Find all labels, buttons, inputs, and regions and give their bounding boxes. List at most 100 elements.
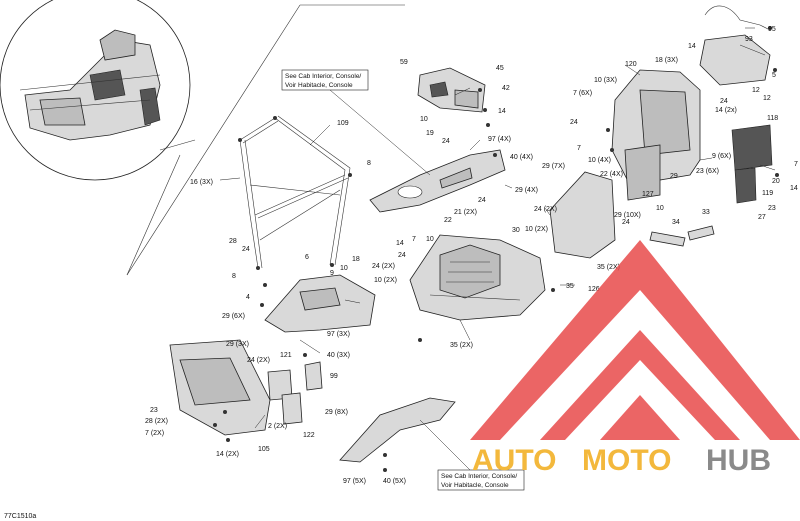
part-panel-126 bbox=[549, 144, 661, 259]
fastener-markers bbox=[213, 26, 779, 472]
callout: 12 bbox=[763, 95, 771, 102]
callout: 8 bbox=[367, 160, 371, 167]
callout: 16 (3X) bbox=[190, 179, 213, 186]
callout: 7 bbox=[412, 236, 416, 243]
callout: 14 (2X) bbox=[216, 451, 239, 458]
watermark-auto: AUTO bbox=[472, 444, 556, 477]
part-roll-cage bbox=[238, 115, 352, 270]
callout: 118 bbox=[767, 115, 778, 122]
callout: 10 bbox=[426, 236, 434, 243]
part-panel-119 bbox=[734, 167, 757, 204]
callout: 7 bbox=[577, 145, 581, 152]
callout: 23 bbox=[150, 407, 158, 414]
callout: 34 bbox=[672, 219, 680, 226]
note-box-bottom: See Cab Interior, Console/ Voir Habitacl… bbox=[437, 469, 525, 491]
callout: 14 bbox=[498, 108, 506, 115]
callout: 24 bbox=[570, 119, 578, 126]
callout: 24 (2X) bbox=[247, 357, 270, 364]
callout: 24 (2X) bbox=[534, 206, 557, 213]
callout: 6 bbox=[305, 254, 309, 261]
callout: 5 bbox=[772, 72, 776, 79]
callout: 97 (3X) bbox=[327, 331, 350, 338]
callout: 35 bbox=[566, 283, 574, 290]
leader-lines bbox=[219, 27, 776, 471]
callout: 121 bbox=[280, 352, 292, 359]
callout: 10 (4X) bbox=[588, 157, 611, 164]
callout: 29 bbox=[670, 173, 678, 180]
callout: 24 bbox=[398, 252, 406, 259]
callout: 18 (3X) bbox=[655, 57, 678, 64]
callout: 23 bbox=[768, 205, 776, 212]
part-console-59 bbox=[417, 67, 486, 113]
callout: 30 bbox=[512, 227, 520, 234]
callout: 9 bbox=[330, 270, 334, 277]
callout: 59 bbox=[400, 59, 408, 66]
callout: 119 bbox=[762, 190, 773, 197]
part-center-console bbox=[369, 149, 506, 213]
callout: 24 bbox=[622, 219, 630, 226]
callout: 42 bbox=[502, 85, 510, 92]
part-seat-base bbox=[264, 274, 376, 333]
callout: 97 (4X) bbox=[488, 136, 511, 143]
callout: 14 bbox=[688, 43, 696, 50]
callout: 28 (2X) bbox=[145, 418, 168, 425]
callout: 33 bbox=[702, 209, 710, 216]
callout: 29 (7X) bbox=[542, 163, 565, 170]
callout: 19 bbox=[426, 130, 434, 137]
callout: 45 bbox=[496, 65, 504, 72]
callout: 10 (2X) bbox=[374, 277, 397, 284]
callout: 14 bbox=[790, 185, 798, 192]
watermark-moto: MOTO bbox=[582, 444, 671, 477]
watermark-hub: HUB bbox=[706, 444, 771, 477]
callout: 14 (2x) bbox=[715, 107, 737, 114]
callout: 23 (6X) bbox=[696, 168, 719, 175]
callout: 40 (3X) bbox=[327, 352, 350, 359]
part-bracket-93 bbox=[699, 5, 771, 86]
note-box-top: See Cab Interior, Console/ Voir Habitacl… bbox=[281, 69, 369, 91]
part-cover-118 bbox=[731, 124, 773, 171]
watermark-logo: AUTO MOTO HUB bbox=[470, 240, 800, 477]
callout: 9 (6X) bbox=[712, 153, 731, 160]
note-top-line-2: Voir Habitacle, Console bbox=[285, 82, 353, 89]
callout: 120 bbox=[625, 61, 637, 68]
note-bottom-line-2: Voir Habitacle, Console bbox=[441, 482, 509, 489]
callout: 12 bbox=[752, 87, 760, 94]
callout: 29 (3X) bbox=[226, 341, 249, 348]
callout: 40 (5X) bbox=[383, 478, 406, 485]
callout: 21 (2X) bbox=[454, 209, 477, 216]
callout: 7 bbox=[794, 161, 798, 168]
callout: 20 bbox=[772, 178, 780, 185]
callout: 109 bbox=[337, 120, 349, 127]
callout: 28 bbox=[229, 238, 237, 245]
callout: 24 (2X) bbox=[372, 263, 395, 270]
callout: 4 bbox=[246, 294, 250, 301]
callout: 10 bbox=[656, 205, 664, 212]
callout: 29 (6X) bbox=[222, 313, 245, 320]
callout: 10 bbox=[340, 265, 348, 272]
callout: 29 (8X) bbox=[325, 409, 348, 416]
callout: 24 bbox=[720, 98, 728, 105]
callout: 8 bbox=[232, 273, 236, 280]
callout: 122 bbox=[303, 432, 315, 439]
note-top-line-1: See Cab Interior, Console/ bbox=[285, 73, 361, 80]
note-bottom-line-1: See Cab Interior, Console/ bbox=[441, 473, 517, 480]
overview-vehicle-frame bbox=[19, 29, 161, 141]
overview-inset bbox=[0, 0, 405, 276]
callout: 24 bbox=[478, 197, 486, 204]
part-rocker-rail bbox=[339, 397, 456, 463]
callout: 22 (4X) bbox=[600, 171, 623, 178]
callout: 24 bbox=[242, 246, 250, 253]
callout: 18 bbox=[352, 256, 360, 263]
callout: 29 (4X) bbox=[515, 187, 538, 194]
callout: 22 bbox=[444, 217, 452, 224]
callout: 35 (2X) bbox=[597, 264, 620, 271]
callout: 7 (2X) bbox=[145, 430, 164, 437]
callout: 10 bbox=[420, 116, 428, 123]
callout: 7 (6X) bbox=[573, 90, 592, 97]
callout: 126 bbox=[588, 286, 600, 293]
callout: 99 bbox=[330, 373, 338, 380]
callout: 29 (10X) bbox=[614, 212, 641, 219]
part-panels-121-122-99 bbox=[267, 361, 323, 425]
callout: 2 (2X) bbox=[268, 423, 287, 430]
callout: 35 (2X) bbox=[450, 342, 473, 349]
